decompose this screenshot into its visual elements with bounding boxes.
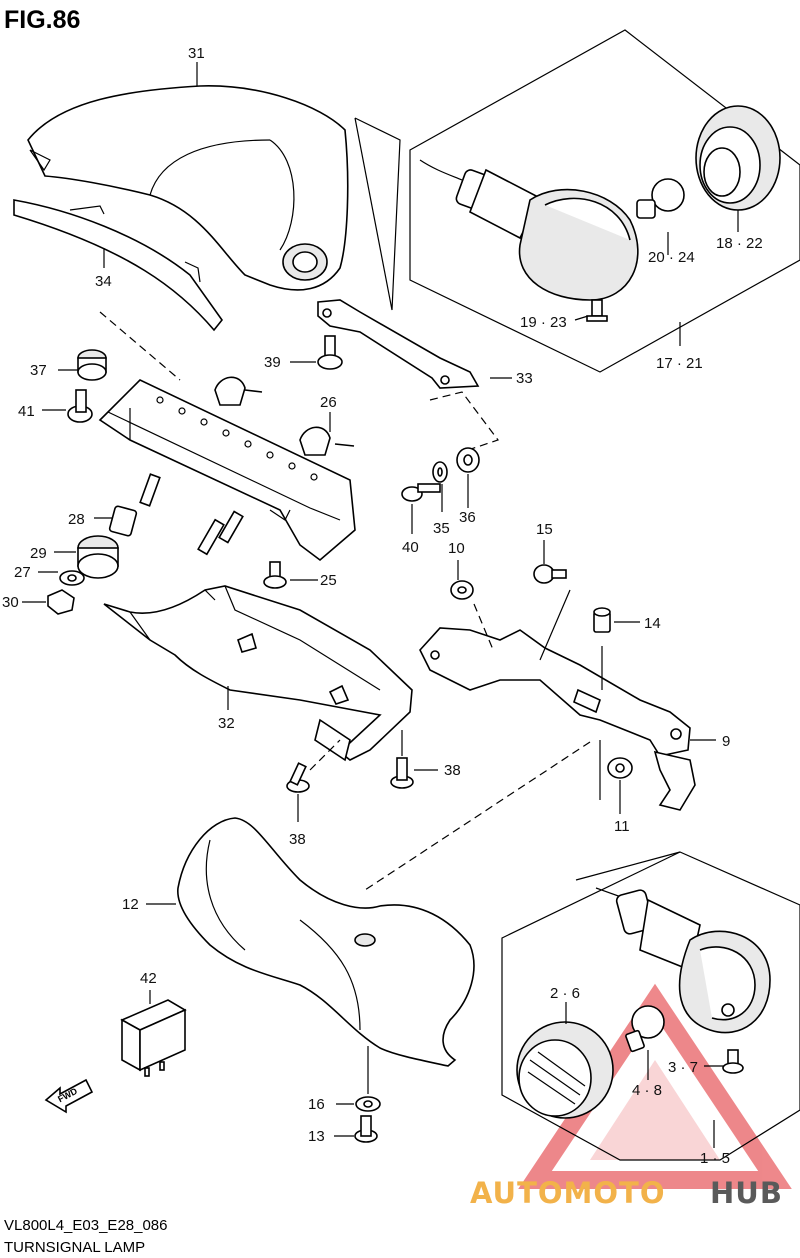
callout-31: 31 [188, 45, 205, 62]
rear-turnsignal-box [354, 29, 800, 373]
callout-1-5: 1 · 5 [700, 1150, 730, 1167]
callout-3-7: 3 · 7 [668, 1059, 698, 1076]
bracket-33 [317, 299, 480, 389]
callout-10: 10 [448, 540, 465, 557]
fender-strip [13, 199, 224, 332]
dash-9-to-12 [361, 741, 591, 893]
rear-screw [586, 299, 608, 322]
rear-turnsignal-lamp [419, 159, 639, 301]
callout-41: 41 [18, 403, 35, 420]
callout-30: 30 [2, 594, 19, 611]
grommet-37 [77, 349, 107, 381]
nut-11 [607, 757, 633, 779]
lamp-bracket-26 [98, 376, 356, 562]
callout-15: 15 [536, 521, 553, 538]
callout-11: 11 [614, 818, 630, 835]
callout-38-right: 38 [444, 762, 461, 779]
callout-29: 29 [30, 545, 47, 562]
callout-19-23: 19 · 23 [520, 314, 567, 331]
callout-28: 28 [68, 511, 85, 528]
bolt-39 [317, 335, 343, 370]
callout-4-8: 4 · 8 [632, 1082, 662, 1099]
callout-34: 34 [95, 273, 112, 290]
collar-36 [456, 447, 480, 473]
callout-40: 40 [402, 539, 419, 556]
callout-27: 27 [14, 564, 31, 581]
fwd-arrow-icon [44, 1078, 94, 1114]
figure-name: TURNSIGNAL LAMP [4, 1239, 145, 1256]
rear-fender-cover [27, 85, 349, 291]
bolt-15 [533, 564, 567, 584]
watermark-right: HUB [710, 1176, 783, 1210]
callout-36: 36 [459, 509, 476, 526]
dash-37 [99, 311, 181, 381]
watermark-left: AUTOMOTO [470, 1176, 665, 1210]
callout-33: 33 [516, 370, 533, 387]
washer-27 [59, 570, 85, 586]
dash-33 [429, 391, 499, 451]
figure-code: VL800L4_E03_E28_086 [4, 1217, 168, 1234]
rear-lens [695, 105, 781, 211]
front-turnsignal-lamp [595, 887, 771, 1034]
leader-19-23 [574, 315, 589, 321]
callout-42: 42 [140, 970, 157, 987]
bolt-25 [263, 561, 287, 589]
clip-38-upper [390, 757, 414, 789]
front-lens [516, 1021, 614, 1119]
grommet-29 [77, 535, 119, 579]
callout-labels: 31 34 20 · 24 18 · 22 19 · 23 17 · 21 37… [2, 45, 763, 1167]
nut-14 [593, 607, 611, 633]
dash-10 [473, 603, 495, 653]
callout-20-24: 20 · 24 [648, 249, 695, 266]
callout-25: 25 [320, 572, 337, 589]
relay-42 [120, 999, 187, 1077]
front-cover-12 [177, 817, 475, 1067]
rear-bulb [636, 178, 685, 219]
nut-30 [47, 589, 75, 615]
callout-26: 26 [320, 394, 337, 411]
callout-2-6: 2 · 6 [550, 985, 580, 1002]
callout-39: 39 [264, 354, 281, 371]
front-bulb [625, 1005, 665, 1053]
nut-10 [450, 580, 474, 600]
collar-28 [108, 505, 138, 537]
screw-13 [354, 1115, 378, 1143]
callout-14: 14 [644, 615, 661, 632]
dash-15 [539, 589, 571, 661]
callout-13: 13 [308, 1128, 325, 1145]
clip-38-lower [286, 762, 310, 793]
callout-38-left: 38 [289, 831, 306, 848]
screw-40 [401, 483, 441, 502]
callout-37: 37 [30, 362, 47, 379]
bracket-32 [103, 585, 413, 762]
dash-38a [309, 739, 341, 771]
washer-35 [432, 461, 448, 483]
bracket-9 [419, 627, 696, 811]
stud-bolts [139, 473, 244, 556]
callout-32: 32 [218, 715, 235, 732]
callout-17-21: 17 · 21 [656, 355, 703, 372]
front-turnsignal-box [501, 851, 800, 1161]
callout-18-22: 18 · 22 [716, 235, 763, 252]
callout-9: 9 [722, 733, 730, 750]
washer-16 [355, 1096, 381, 1112]
bolt-41 [67, 389, 93, 423]
callout-35: 35 [433, 520, 450, 537]
front-screw [722, 1049, 744, 1074]
callout-16: 16 [308, 1096, 325, 1113]
watermark-text: AUTOMOTO HUB [470, 1176, 783, 1210]
figure-title: FIG.86 [4, 6, 80, 34]
callout-12: 12 [122, 896, 139, 913]
